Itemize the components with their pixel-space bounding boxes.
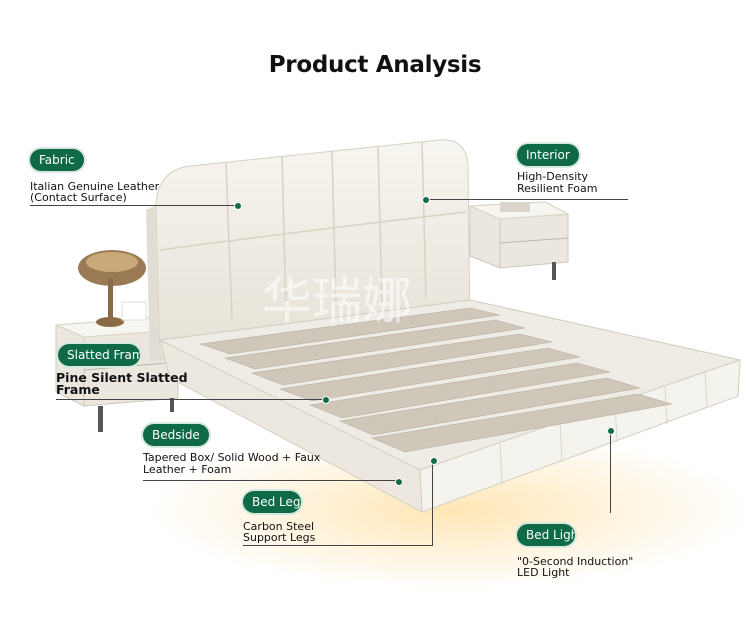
light-desc-2: LED Light — [517, 566, 570, 579]
fabric-desc-1: Italian Genuine Leather — [30, 180, 160, 193]
fabric-desc-2: (Contact Surface) — [30, 191, 127, 204]
slatted-dot — [322, 396, 330, 404]
right-nightstand — [469, 201, 570, 280]
bedside-tag: Bedside — [143, 424, 209, 446]
legs-desc-2: Support Legs — [243, 531, 316, 544]
bedside-desc-2: Leather + Foam — [143, 463, 232, 476]
bed-legs-tag: Bed Legs — [243, 491, 301, 513]
bedside-dot — [395, 478, 403, 486]
light-leader-v — [610, 430, 611, 513]
slatted-frame-tag: Slatted Frame — [58, 344, 140, 366]
bedside-leader — [143, 480, 398, 481]
table-lamp — [78, 250, 147, 327]
fabric-leader — [30, 205, 236, 206]
legs-dot — [430, 457, 438, 465]
led-glow — [150, 430, 750, 590]
bedside-desc-1: Tapered Box/ Solid Wood + Faux — [143, 451, 321, 464]
page-title: Product Analysis — [268, 52, 482, 78]
interior-dot — [422, 196, 430, 204]
interior-desc-2: Resilient Foam — [517, 182, 598, 195]
legs-desc-1: Carbon Steel — [243, 520, 315, 533]
legs-leader-v — [432, 460, 433, 546]
fabric-dot — [234, 202, 242, 210]
fabric-tag: Fabric — [30, 149, 84, 171]
slatted-desc-1: Pine Silent Slatted — [56, 370, 188, 385]
interior-desc-1: High-Density — [517, 170, 589, 183]
light-dot — [607, 427, 615, 435]
slatted-leader — [56, 399, 324, 400]
slatted-desc-2: Frame — [56, 382, 100, 397]
headboard — [146, 139, 471, 362]
light-desc-1: "0-Second Induction" — [517, 555, 634, 568]
watermark-text: 华瑞娜 — [262, 272, 412, 330]
legs-leader-h — [243, 545, 433, 546]
interior-leader — [425, 199, 628, 200]
slats — [199, 307, 673, 453]
interior-tag: Interior — [517, 144, 579, 166]
bed-light-tag: Bed Light — [517, 524, 575, 546]
